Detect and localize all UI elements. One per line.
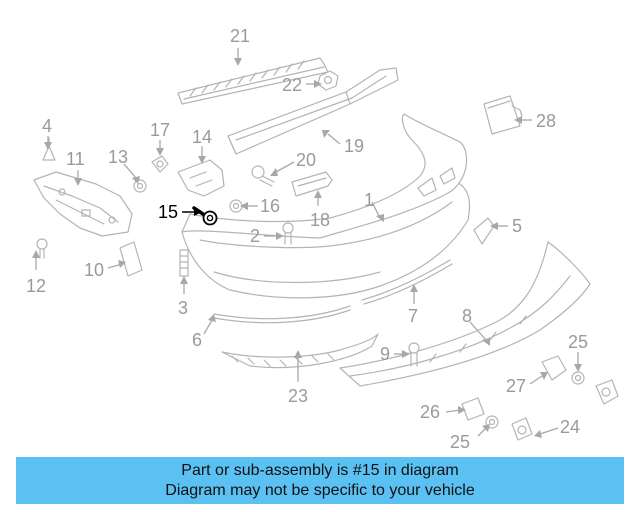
part-10-panel <box>119 241 143 277</box>
part-21-absorber <box>177 57 329 105</box>
parts-diagram: 21 22 19 28 4 17 14 13 11 20 18 16 15 1 … <box>26 26 619 452</box>
part-11-side-bracket <box>33 171 133 237</box>
part-4-clip <box>42 137 56 161</box>
part-6-strip <box>213 305 351 324</box>
part-5-bracket <box>473 217 495 245</box>
callout-23: 23 <box>288 386 308 406</box>
callout-5: 5 <box>512 216 522 236</box>
callout-11: 11 <box>66 149 85 169</box>
part-8-diffuser <box>339 241 591 387</box>
part-28-module <box>483 95 523 135</box>
callout-20: 20 <box>296 150 316 170</box>
part-17-grommet <box>151 155 169 173</box>
callout-13: 13 <box>108 147 128 167</box>
part-12-screw <box>36 238 48 259</box>
leader-15 <box>182 208 202 216</box>
callout-3: 3 <box>178 298 188 318</box>
callout-22: 22 <box>282 75 302 95</box>
callout-16: 16 <box>260 196 280 216</box>
callout-26: 26 <box>420 402 440 422</box>
info-banner: Part or sub-assembly is #15 in diagram D… <box>16 457 624 504</box>
part-25-ring-upper <box>571 371 585 385</box>
callout-6: 6 <box>192 330 202 350</box>
banner-line-2: Diagram may not be specific to your vehi… <box>165 481 475 499</box>
callout-10: 10 <box>84 260 104 280</box>
callout-28: 28 <box>536 111 556 131</box>
callout-25-lower: 25 <box>450 432 470 452</box>
part-27-sensor-bracket <box>541 355 567 381</box>
callout-1: 1 <box>364 190 374 210</box>
callout-21: 21 <box>230 26 250 46</box>
part-9-screw <box>408 342 420 367</box>
part-7-strip <box>361 259 453 305</box>
callout-4: 4 <box>42 116 52 136</box>
callout-24: 24 <box>560 417 580 437</box>
part-26-sensor-holder <box>461 397 485 421</box>
callout-27: 27 <box>506 376 526 396</box>
part-19-reinforcement <box>227 67 399 155</box>
part-23-trim <box>221 333 379 369</box>
part-2-bolt <box>282 222 294 245</box>
callout-labels: 21 22 19 28 4 17 14 13 11 20 18 16 15 1 … <box>26 26 588 452</box>
part-1-bumper-cover <box>181 113 471 299</box>
callout-12: 12 <box>26 276 46 296</box>
callout-9: 9 <box>380 344 390 364</box>
callout-18: 18 <box>310 210 330 230</box>
part-18-reflector <box>291 171 333 197</box>
callout-15: 15 <box>158 202 178 222</box>
leader-lines <box>32 48 582 438</box>
part-24-sensors <box>511 379 619 441</box>
part-20-bolt <box>251 165 275 187</box>
callout-19: 19 <box>344 136 364 156</box>
banner-line-1: Part or sub-assembly is #15 in diagram <box>181 461 459 479</box>
part-14-bracket <box>177 159 225 197</box>
callout-14: 14 <box>192 127 212 147</box>
callout-17: 17 <box>150 120 170 140</box>
callout-2: 2 <box>250 226 260 246</box>
callout-25-upper: 25 <box>568 332 588 352</box>
part-3-stud <box>179 249 189 277</box>
callout-8: 8 <box>462 306 472 326</box>
callout-7: 7 <box>408 306 418 326</box>
